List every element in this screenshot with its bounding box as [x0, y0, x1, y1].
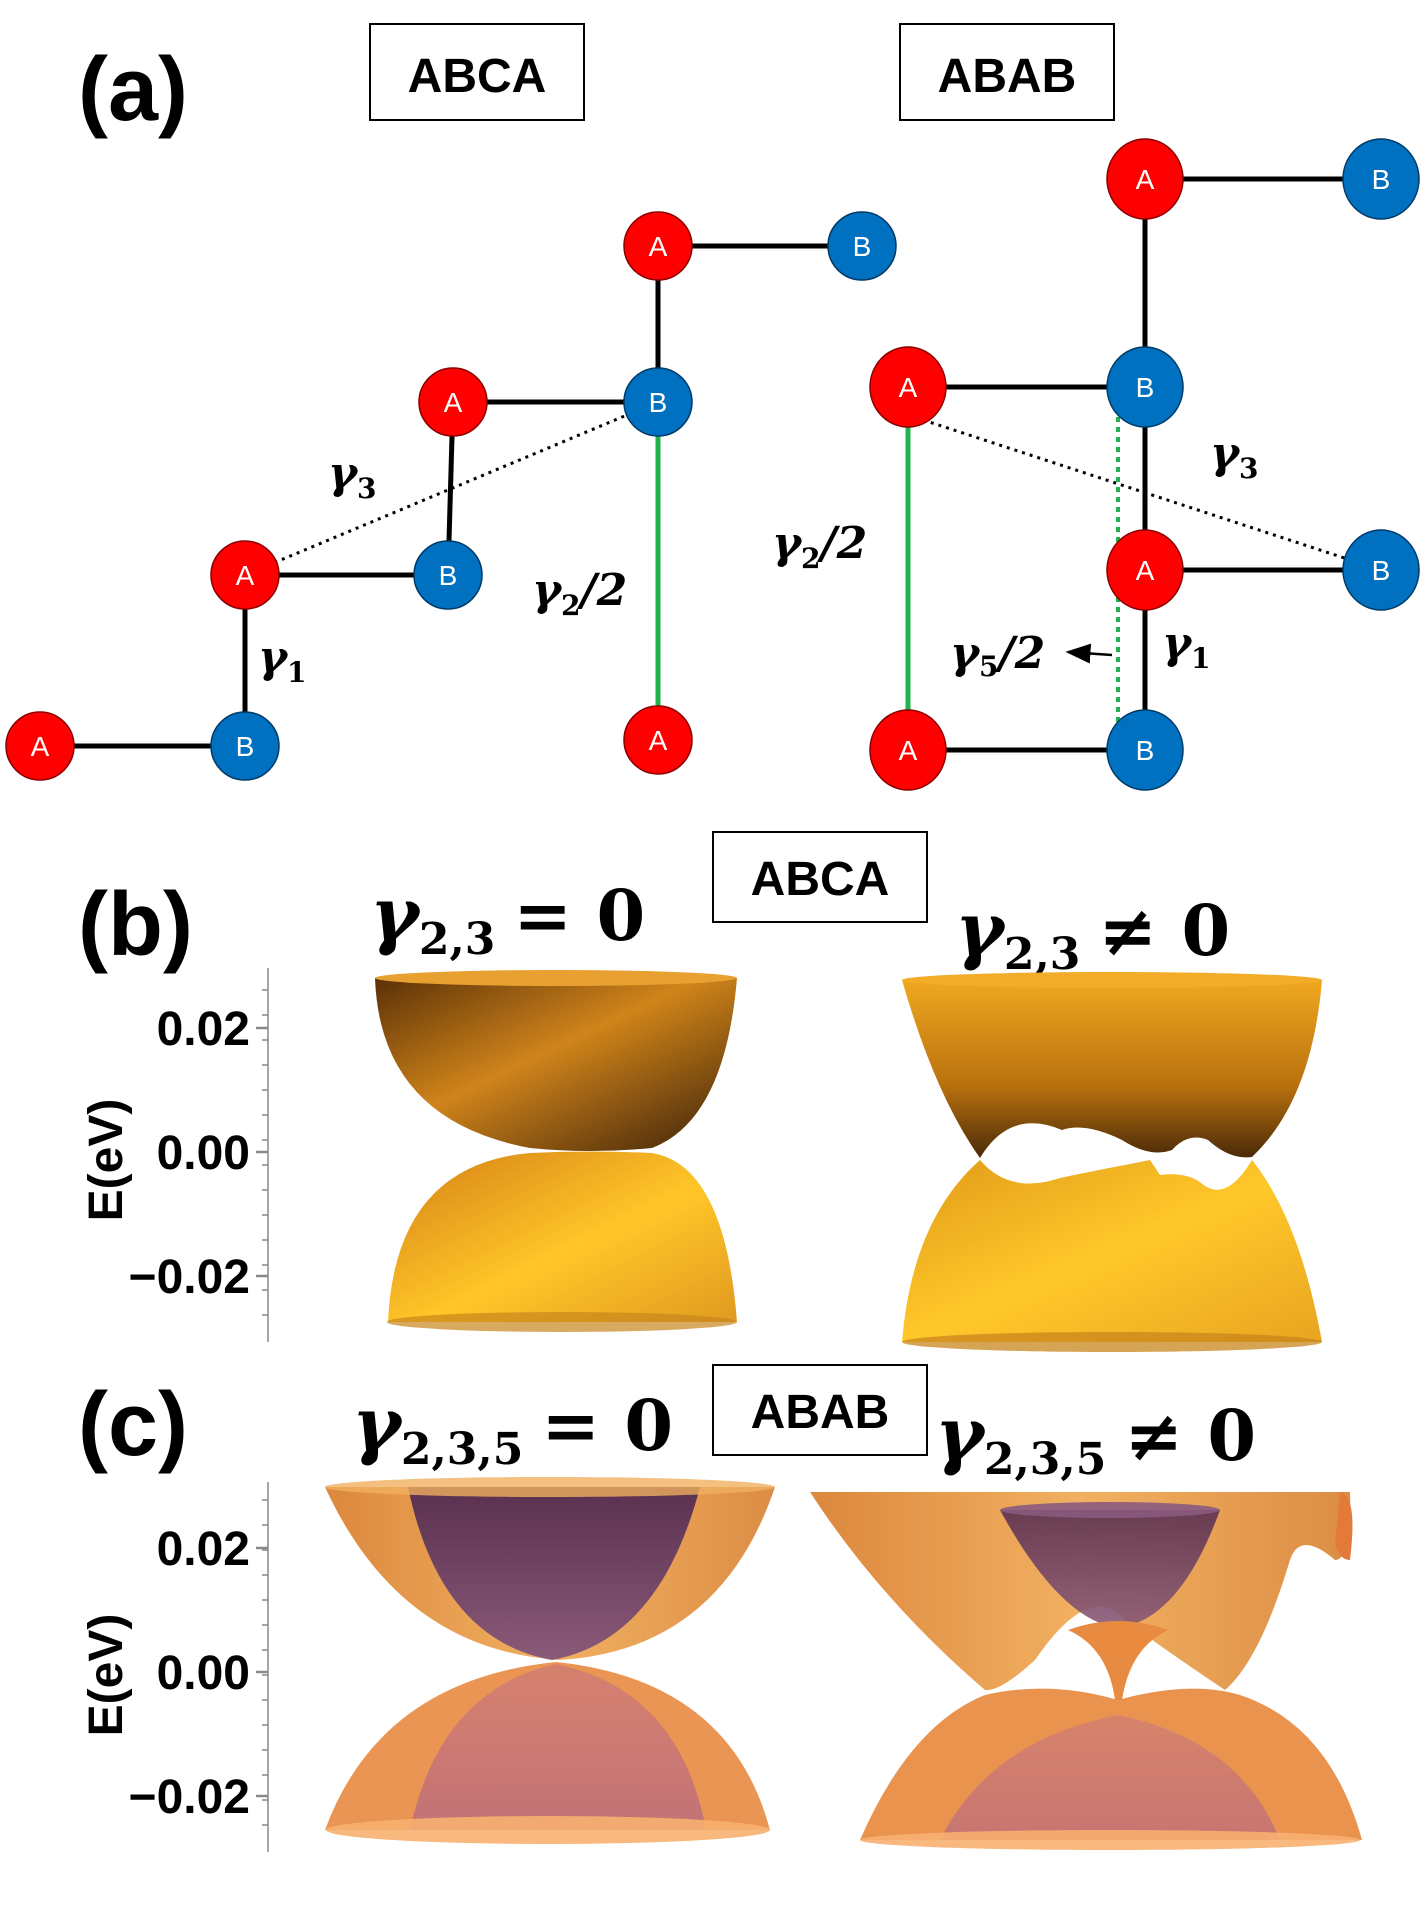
svg-text:B: B: [236, 731, 255, 762]
svg-text:B: B: [649, 387, 668, 418]
site-a: A: [1106, 138, 1184, 220]
b-right-title: γ2,3≠ 0: [955, 887, 1230, 980]
abca-top-label: ABCA: [408, 50, 547, 103]
site-b: B: [1342, 529, 1420, 611]
abab-gamma3-dotted: [907, 413, 1382, 572]
panel-label-c: (c): [78, 1375, 188, 1475]
site-a: A: [623, 705, 693, 775]
site-b: B: [210, 711, 280, 781]
b-tick-top: 0.02: [157, 1003, 250, 1056]
svg-text:A: A: [899, 372, 918, 403]
abca-gamma3-label: γ3: [328, 448, 377, 505]
abca-gamma1-label: γ1: [258, 632, 307, 689]
site-a: A: [1106, 529, 1184, 611]
site-a: A: [5, 711, 75, 781]
site-a: A: [869, 346, 947, 428]
svg-text:A: A: [899, 735, 918, 766]
c-axis: [256, 1482, 269, 1852]
abca-gamma2-label: γ2/2: [532, 565, 627, 622]
abab-nodes: A B A B A B A B: [869, 138, 1420, 791]
b-tick-bot: −0.02: [129, 1251, 250, 1304]
svg-text:A: A: [1136, 555, 1155, 586]
abab-bot-box: ABAB: [712, 1364, 928, 1456]
abca-nodes: A B A B A B A B A: [5, 211, 897, 781]
abab-gamma3-label: γ3: [1210, 428, 1259, 485]
site-b: B: [623, 367, 693, 437]
svg-text:A: A: [649, 725, 668, 756]
c-tick-mid: 0.00: [157, 1647, 250, 1700]
c-right-bands: [810, 1492, 1362, 1850]
site-a: A: [418, 367, 488, 437]
svg-text:B: B: [1136, 372, 1155, 403]
svg-text:A: A: [31, 731, 50, 762]
abca-top-box: ABCA: [369, 23, 585, 121]
abab-top-box: ABAB: [899, 23, 1115, 121]
abca-mid-label: ABCA: [751, 853, 890, 906]
panel-label-a: (a): [78, 40, 188, 140]
c-ylabel: E(eV): [80, 1614, 133, 1737]
b-right-bands: [902, 972, 1322, 1352]
abab-gamma5-label: γ5/2: [950, 628, 1045, 683]
b-left-title: γ2,3= 0: [370, 872, 645, 965]
c-tick-top: 0.02: [157, 1523, 250, 1576]
site-a: A: [623, 211, 693, 281]
abab-top-label: ABAB: [938, 50, 1077, 103]
c-right-title: γ2,3,5≠ 0: [935, 1392, 1256, 1485]
c-left-bands: [325, 1477, 775, 1844]
site-b: B: [413, 540, 483, 610]
b-ylabel: E(eV): [80, 1099, 133, 1222]
c-left-title: γ2,3,5= 0: [352, 1382, 673, 1475]
abca-gamma3-dotted: [244, 400, 659, 577]
site-b: B: [1106, 709, 1184, 791]
svg-text:A: A: [649, 231, 668, 262]
abca-mid-box: ABCA: [712, 831, 928, 923]
svg-text:A: A: [1136, 164, 1155, 195]
abca-bonds: [40, 243, 862, 749]
svg-text:B: B: [1372, 164, 1391, 195]
site-b: B: [1342, 138, 1420, 220]
site-b: B: [827, 211, 897, 281]
b-tick-mid: 0.00: [157, 1127, 250, 1180]
svg-text:B: B: [853, 231, 872, 262]
gamma5-arrow: [1065, 643, 1113, 664]
svg-text:B: B: [1372, 555, 1391, 586]
site-b: B: [1106, 346, 1184, 428]
svg-text:B: B: [1136, 735, 1155, 766]
abab-gamma1-label: γ1: [1162, 618, 1211, 675]
svg-text:A: A: [444, 387, 463, 418]
svg-text:A: A: [236, 560, 255, 591]
svg-text:B: B: [439, 560, 458, 591]
abab-gamma2-label: γ2/2: [772, 518, 867, 575]
panel-label-b: (b): [78, 875, 193, 975]
b-axis: [256, 968, 269, 1342]
site-a: A: [869, 709, 947, 791]
abab-bot-label: ABAB: [751, 1386, 890, 1439]
b-left-bands: [375, 970, 737, 1332]
site-a: A: [210, 540, 280, 610]
c-tick-bot: −0.02: [129, 1771, 250, 1824]
